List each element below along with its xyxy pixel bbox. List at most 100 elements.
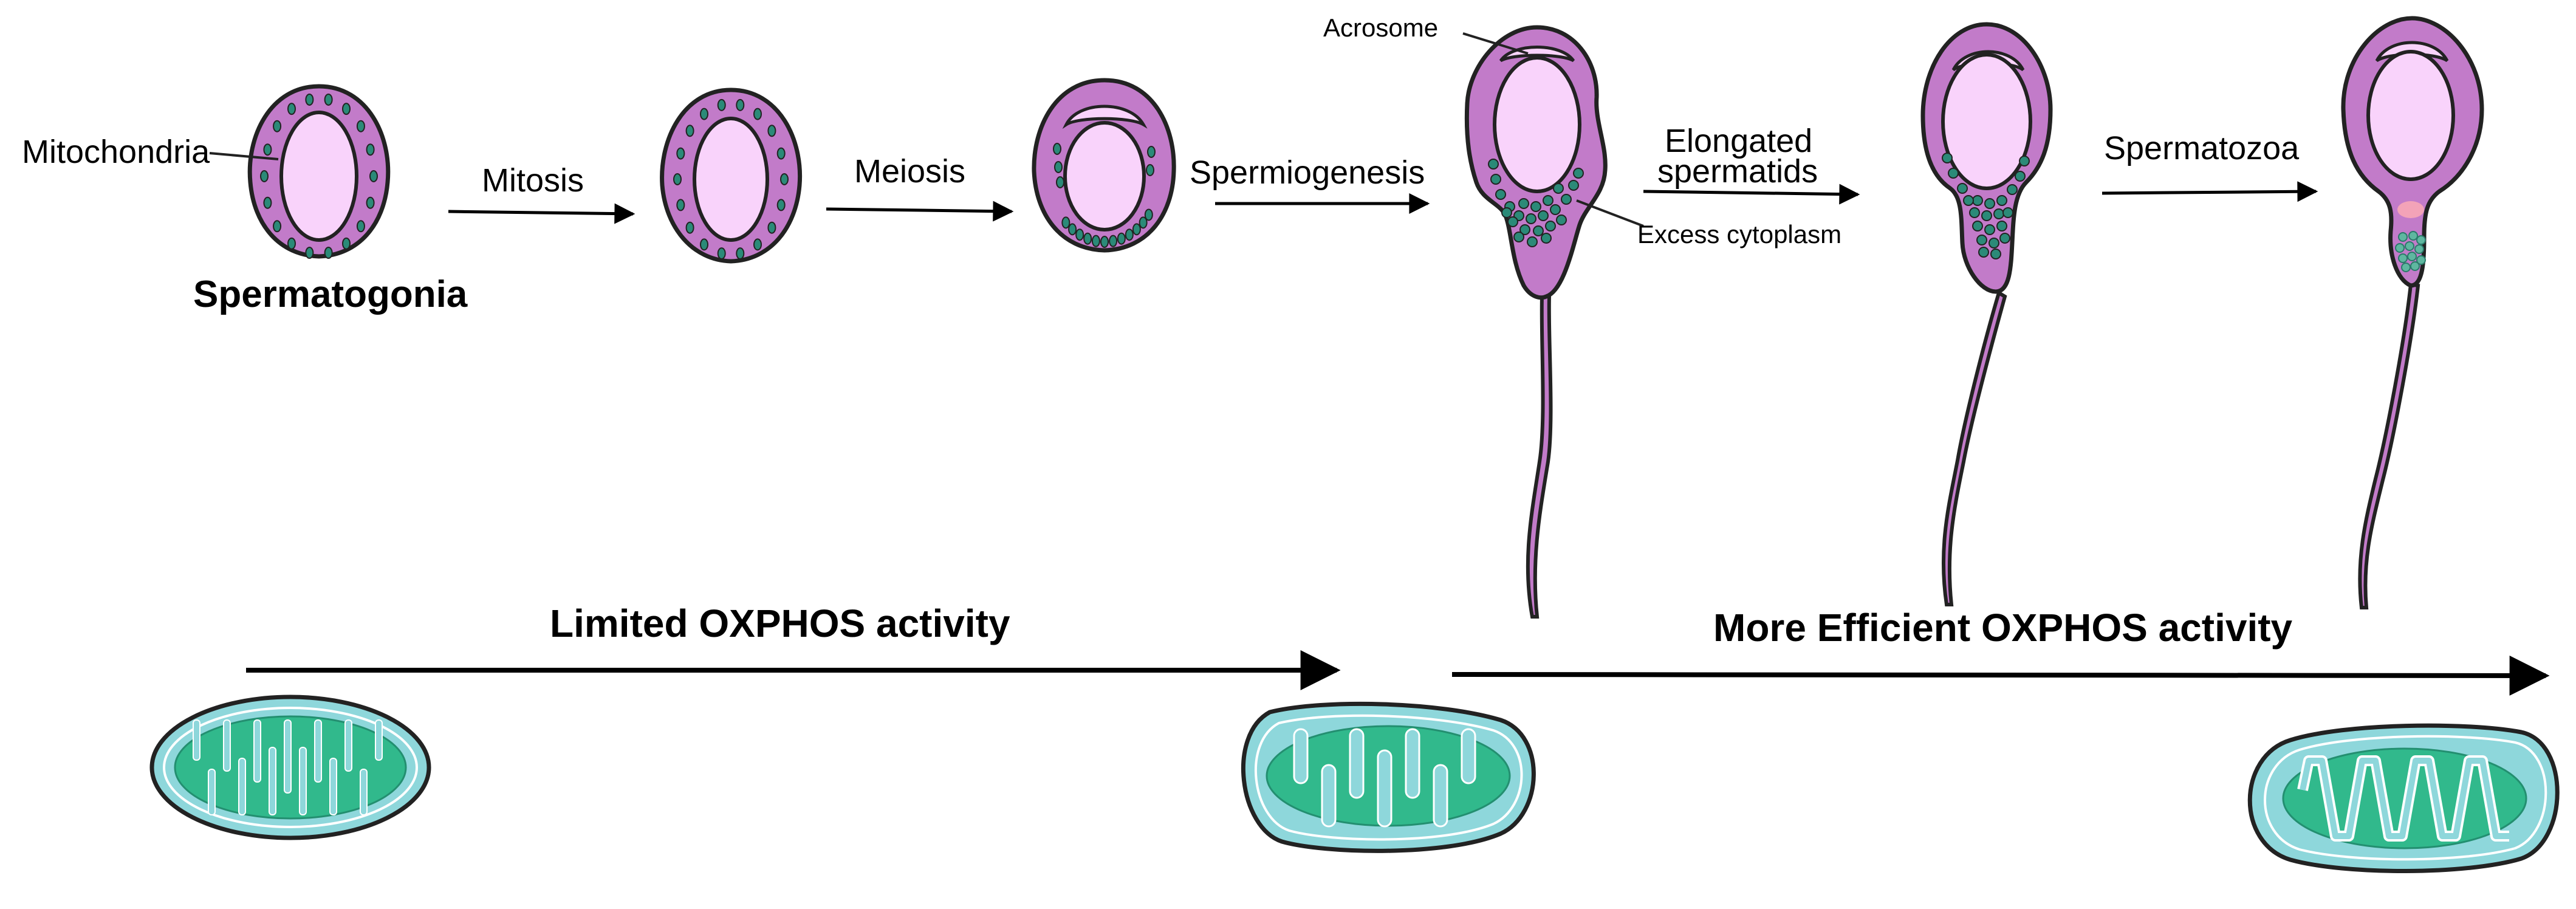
meiosis-label: Meiosis: [854, 153, 965, 190]
mitochondrion-dot: [305, 247, 314, 259]
mitochondrion-dot: [1543, 195, 1553, 206]
mitochondrion-dot: [324, 93, 333, 106]
mitosis-label: Mitosis: [482, 162, 584, 199]
mitochondrion-dot: [2019, 156, 2030, 166]
mitochondrion-dot: [717, 247, 726, 260]
mitochondrion-dot: [2398, 253, 2408, 263]
mitochondrion-dot: [685, 221, 694, 234]
mitochondrion-dot: [753, 108, 762, 120]
mitochondria-cluster: [1942, 153, 2030, 259]
mitochondrion-dot: [1948, 168, 1959, 179]
elongated-spermatid-icon: [1920, 22, 2053, 606]
round-spermatid-cell-icon: [1032, 78, 1176, 253]
mitochondrion-dot: [1942, 153, 1953, 163]
mitochondrion-dot: [263, 143, 272, 156]
limited-oxphos-label: Limited OXPHOS activity: [550, 602, 1010, 645]
mitochondrion-dot: [776, 147, 786, 160]
mitochondrion-dot: [1083, 232, 1092, 245]
mitochondrion-dot: [1990, 249, 2001, 259]
mitochondrion-dot: [1501, 207, 1512, 218]
mitochondrion-immature-icon: [149, 695, 431, 840]
mitochondrion-dot: [1541, 233, 1552, 244]
mitochondrion-dot: [1490, 174, 1501, 185]
acrosome-leader-line: [1462, 32, 1529, 55]
mitochondrion-dot: [1100, 236, 1109, 248]
mitochondrion-dot: [1513, 232, 1524, 242]
excess-cytoplasm-leader-line: [1576, 199, 1644, 227]
mitochondrion-dot: [369, 170, 378, 182]
excess-cytoplasm-label: Excess cytoplasm: [1637, 220, 1841, 249]
mitochondrion-dot: [1495, 189, 1506, 200]
mitochondrion-dot: [1061, 216, 1070, 229]
mitochondria-dots: [1053, 143, 1156, 248]
mitochondrion-dot: [700, 108, 708, 120]
mitochondrion-dot: [342, 103, 351, 115]
mitochondrion-dot: [1981, 210, 1992, 221]
elongated-label-line1: Elongated: [1665, 123, 1812, 159]
elongated-spermatids-arrow: [1643, 184, 1860, 205]
mitochondrion-dot: [685, 125, 694, 137]
mitochondrion-dot: [1144, 208, 1153, 221]
spermatogonia-cell-icon: [247, 84, 391, 259]
spermatocyte-cell-icon: [660, 87, 803, 264]
mitochondrion-dot: [2015, 171, 2026, 182]
mitochondrion-dot: [1969, 207, 1980, 218]
mitochondria-label: Mitochondria: [22, 134, 210, 170]
mitosis-arrow: [448, 203, 635, 224]
mitochondrion-dot: [1075, 228, 1084, 241]
mitochondrion-dot: [1147, 146, 1156, 158]
mitochondrion-dot: [2007, 184, 2018, 195]
mitochondrion-dot: [753, 238, 762, 251]
mitochondrion-dot: [1518, 198, 1529, 209]
mitochondrion-dot: [324, 247, 333, 259]
mitochondrion-dot: [1488, 159, 1499, 170]
mitochondrion-dot: [260, 170, 269, 182]
mitochondrion-dot: [287, 237, 296, 250]
efficient-oxphos-label: More Efficient OXPHOS activity: [1713, 606, 2293, 650]
mitochondrion-dot: [767, 125, 776, 137]
mitochondrion-dot: [673, 173, 682, 185]
mitochondrion-dot: [1526, 213, 1536, 224]
spermatozoon-icon: [2341, 16, 2484, 609]
mitochondrion-dot: [2398, 232, 2408, 242]
spermatozoa-label: Spermatozoa: [2104, 130, 2300, 166]
mitochondrion-dot: [356, 220, 365, 233]
mitochondrion-dot: [1996, 195, 2007, 206]
mitochondrion-dot: [356, 120, 365, 132]
acrosome-cap: [1062, 105, 1148, 129]
mitochondrion-dot: [1533, 225, 1544, 236]
mitochondrion-dot: [1538, 210, 1549, 221]
mitochondrion-dot: [1507, 216, 1518, 227]
mitochondrion-dot: [2414, 244, 2424, 254]
mitochondrion-dot: [1056, 176, 1064, 188]
mitochondrion-dot: [2407, 252, 2417, 261]
mitochondrion-dot: [2401, 262, 2411, 272]
mitochondrion-dot: [287, 103, 296, 115]
mitochondrion-dot: [1561, 194, 1572, 205]
elongating-spermatid-icon: [1464, 25, 1608, 619]
mitochondrion-dot: [1519, 224, 1530, 235]
meiosis-arrow: [826, 201, 1014, 222]
mitochondrion-dot: [263, 196, 272, 209]
mitochondrion-dot: [1553, 183, 1564, 194]
mitochondrion-dot: [676, 147, 685, 160]
mitochondrion-dot: [273, 120, 282, 132]
spermiogenesis-label: Spermiogenesis: [1190, 154, 1425, 191]
mitochondrion-dot: [1993, 208, 2004, 219]
spermatozoa-arrow: [2102, 181, 2318, 202]
mitochondrion-dot: [1978, 247, 1989, 258]
mitochondria-cluster: [1488, 159, 1584, 247]
mitochondrion-dot: [1568, 180, 1579, 191]
spermatogonia-label: Spermatogonia: [193, 273, 468, 315]
mitochondrion-dot: [2410, 261, 2420, 271]
mitochondrion-dot: [1117, 232, 1126, 245]
mitochondrion-dot: [2405, 241, 2414, 251]
mitochondrion-dot: [1573, 168, 1584, 179]
mitochondrion-dot: [1053, 143, 1061, 155]
mitochondrion-dot: [273, 220, 282, 233]
mitochondrion-dot: [2416, 255, 2426, 265]
mitochondrion-dot: [1545, 221, 1556, 232]
efficient-oxphos-arrow: [1451, 655, 2550, 696]
mitochondrion-dot: [1976, 235, 1987, 245]
elongated-label-line2: spermatids: [1657, 153, 1818, 190]
